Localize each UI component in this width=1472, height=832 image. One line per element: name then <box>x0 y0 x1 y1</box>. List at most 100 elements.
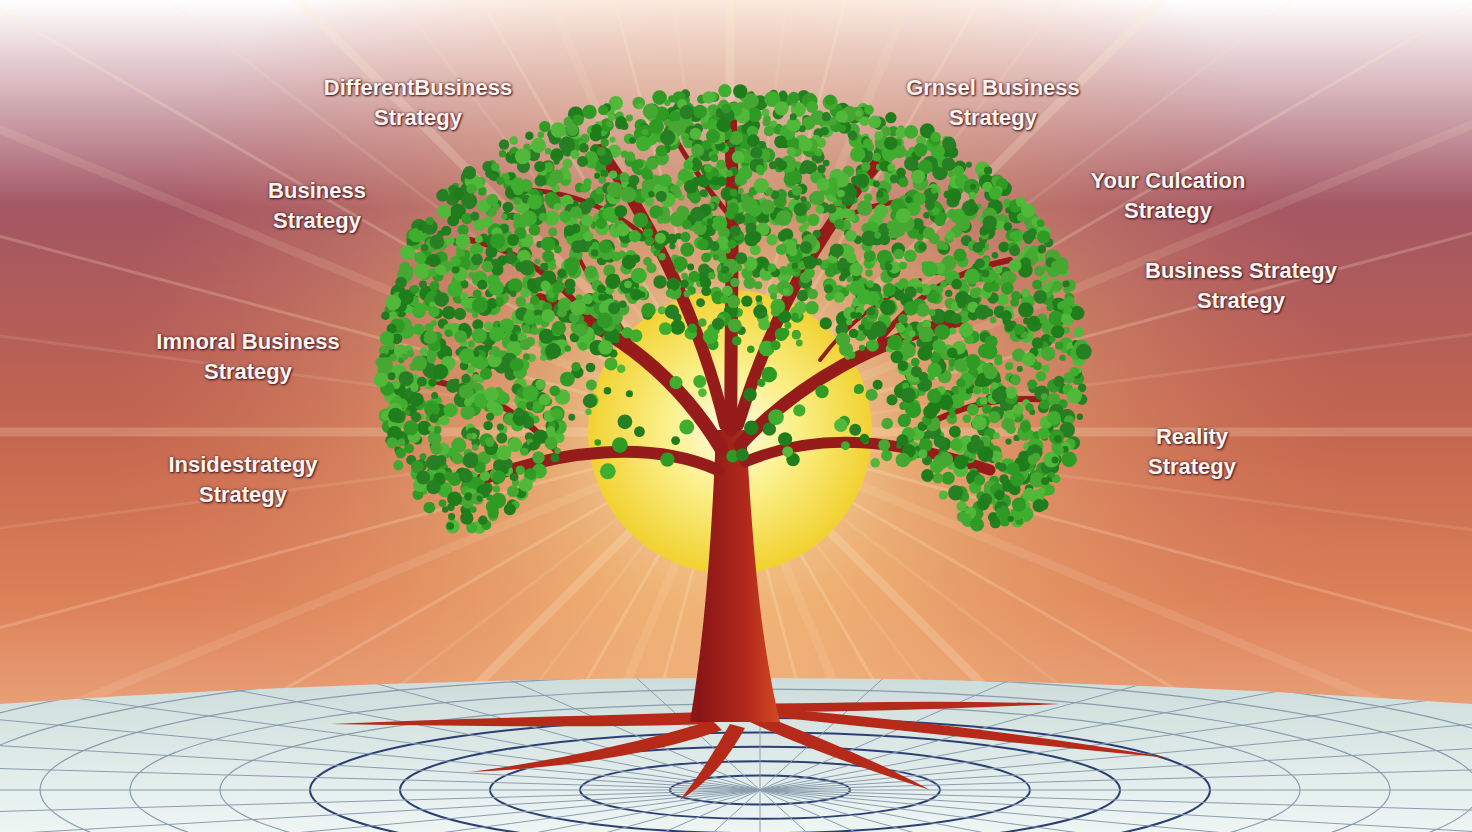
leaf <box>684 290 691 297</box>
leaf <box>1053 376 1064 387</box>
leaf <box>499 139 509 149</box>
leaf <box>700 189 708 197</box>
leaf <box>887 334 903 350</box>
leaf <box>937 325 948 336</box>
grid-spoke <box>0 790 760 791</box>
leaf <box>949 426 961 438</box>
leaf <box>1025 403 1034 412</box>
leaf <box>849 424 861 436</box>
leaf <box>598 105 608 115</box>
leaf <box>800 196 806 202</box>
leaf <box>793 404 805 416</box>
leaf <box>747 346 755 354</box>
leaf <box>428 425 434 431</box>
leaf <box>621 327 633 339</box>
leaf <box>763 119 771 127</box>
leaf <box>1033 290 1047 304</box>
leaf <box>648 191 654 197</box>
leaf <box>727 295 740 308</box>
leaf <box>1055 341 1063 349</box>
leaf <box>619 172 629 182</box>
leaf <box>894 290 905 301</box>
leaf <box>594 439 601 446</box>
grid-spoke <box>160 790 760 832</box>
leaf <box>412 305 426 319</box>
leaf <box>681 133 689 141</box>
grid-spoke <box>760 790 1472 791</box>
leaf <box>774 217 781 224</box>
leaf <box>564 172 572 180</box>
leaf <box>669 376 682 389</box>
leaf <box>606 121 612 127</box>
root <box>330 712 712 726</box>
leaf <box>632 97 645 110</box>
leaf <box>548 227 557 236</box>
leaf <box>945 290 952 297</box>
leaf <box>477 280 487 290</box>
leaf <box>539 329 554 344</box>
root <box>470 720 722 772</box>
leaf <box>1021 289 1030 298</box>
leaf <box>399 371 414 386</box>
leaf <box>744 93 759 108</box>
leaf <box>734 213 745 224</box>
leaf <box>930 132 940 142</box>
leaf <box>486 412 494 420</box>
leaf <box>1039 487 1046 494</box>
leaf <box>643 257 652 266</box>
leaf <box>658 306 666 314</box>
leaf <box>708 272 715 279</box>
leaf <box>444 403 458 417</box>
leaf <box>530 327 538 335</box>
leaf <box>911 366 922 377</box>
leaf <box>998 463 1007 472</box>
leaf <box>741 194 749 202</box>
leaf <box>446 522 454 530</box>
root <box>765 708 1170 758</box>
leaf <box>604 357 617 370</box>
leaf <box>532 451 545 464</box>
leaf <box>982 404 992 414</box>
leaf <box>389 312 397 320</box>
leaf <box>916 234 923 241</box>
leaf <box>426 217 434 225</box>
leaf <box>854 384 864 394</box>
leaf <box>873 380 883 390</box>
leaf <box>770 293 777 300</box>
leaf <box>555 150 561 156</box>
leaf <box>898 314 908 324</box>
leaf <box>420 453 427 460</box>
leaf <box>911 358 920 367</box>
leaf <box>612 437 628 453</box>
leaf <box>493 485 500 492</box>
leaf <box>1038 245 1046 253</box>
leaf <box>504 503 516 515</box>
leaf <box>1040 274 1048 282</box>
leaf <box>1051 325 1064 338</box>
leaf <box>995 266 1003 274</box>
leaf <box>882 418 893 429</box>
leaf <box>1009 245 1020 256</box>
leaf <box>428 378 436 386</box>
leaf <box>919 243 927 251</box>
leaf <box>566 124 580 138</box>
leaf <box>1010 298 1019 307</box>
leaf <box>501 214 507 220</box>
leaf <box>923 227 935 239</box>
leaf <box>502 202 513 213</box>
leaf <box>539 394 551 406</box>
tree-trunk <box>690 430 780 722</box>
leaf <box>864 250 876 262</box>
leaf <box>998 242 1009 253</box>
leaf <box>681 273 688 280</box>
leaf <box>760 200 775 215</box>
leaf <box>757 379 765 387</box>
leaf <box>430 443 442 455</box>
leaf <box>693 157 699 163</box>
leaf <box>1005 362 1013 370</box>
leaf <box>718 84 731 97</box>
leaf <box>972 242 983 253</box>
leaf <box>1067 388 1082 403</box>
leaf <box>608 114 615 121</box>
